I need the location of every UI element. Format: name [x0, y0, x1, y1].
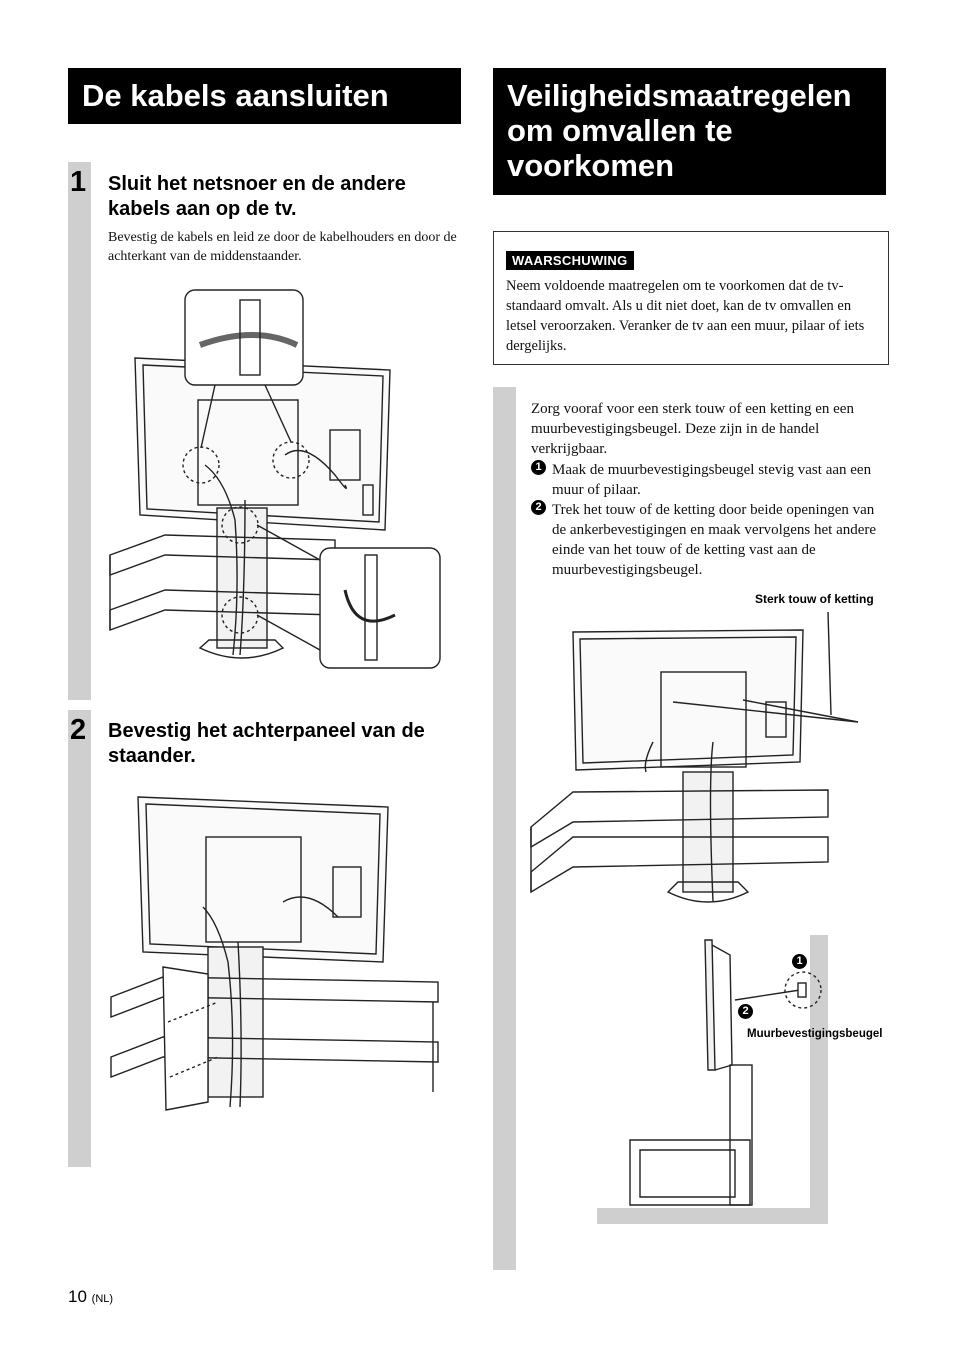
page-footer: 10 (NL) [68, 1287, 113, 1307]
diagram-marker-2: 2 [738, 1004, 753, 1019]
list-marker-2: 2 [531, 500, 546, 515]
page-number: 10 [68, 1287, 87, 1306]
step2-heading: Bevestig het achterpaneel van de staande… [108, 720, 425, 767]
step1-number: 1 [70, 166, 87, 198]
list-text-2: Trek het touw of de ketting door beide o… [552, 502, 877, 578]
wall-graphic [810, 935, 828, 1218]
callout-bracket: Muurbevestigingsbeugel [747, 1028, 883, 1040]
side-view-illustration [629, 939, 822, 1206]
step1-text: Bevestig de kabels en leid ze door de ka… [108, 230, 457, 264]
step-bar-gap [68, 700, 91, 710]
list-item-2: 2 Trek het touw of de ketting door beide… [531, 500, 883, 580]
anchor-illustration [530, 611, 859, 903]
callout-rope: Sterk touw of ketting [755, 592, 874, 606]
warning-label: WAARSCHUWING [506, 251, 634, 270]
warning-text: Neem voldoende maatregelen om te voorkom… [506, 278, 865, 354]
intro-text: Zorg vooraf voor een sterk touw of een k… [531, 401, 854, 457]
step1-illustration [109, 289, 441, 669]
warning-box: WAARSCHUWING Neem voldoende maatregelen … [493, 231, 889, 365]
left-section-title: De kabels aansluiten [68, 68, 461, 124]
language-code: (NL) [91, 1293, 114, 1305]
step-bar-left [68, 162, 91, 1167]
right-title-text: Veiligheidsmaatregelen om omvallen te vo… [507, 78, 852, 183]
step1-heading: Sluit het netsnoer en de andere kabels a… [108, 173, 406, 220]
list-item-1: 1 Maak de muurbevestigingsbeugel stevig … [531, 460, 883, 500]
floor-graphic [597, 1208, 828, 1224]
left-title-text: De kabels aansluiten [82, 78, 389, 113]
step2-illustration [110, 796, 439, 1111]
list-text-1: Maak de muurbevestigingsbeugel stevig va… [552, 462, 872, 498]
diagram-marker-1: 1 [792, 954, 807, 969]
list-marker-1: 1 [531, 460, 546, 475]
step-bar-right [493, 387, 516, 1270]
right-section-title: Veiligheidsmaatregelen om omvallen te vo… [493, 68, 886, 195]
instruction-list: 1 Maak de muurbevestigingsbeugel stevig … [531, 460, 883, 580]
step2-number: 2 [70, 714, 87, 746]
